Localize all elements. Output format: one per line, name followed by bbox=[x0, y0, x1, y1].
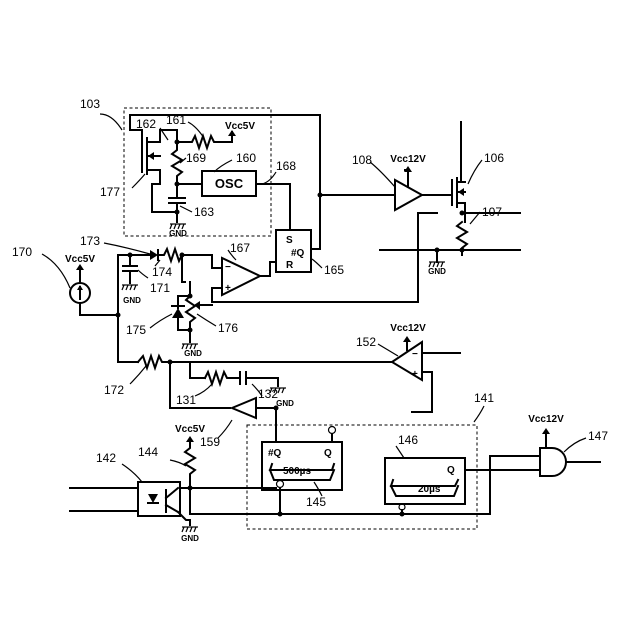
gnd-symbol-142: GND bbox=[181, 527, 199, 543]
gnd-label: GND bbox=[123, 296, 141, 305]
ref-161: 161 bbox=[166, 113, 186, 127]
ref-141: 141 bbox=[474, 391, 494, 405]
vcc5v-label: Vcc5V bbox=[175, 424, 205, 435]
vcc5v-label: Vcc5V bbox=[225, 121, 255, 132]
gnd-label: GND bbox=[184, 349, 202, 358]
ref-132: 132 bbox=[258, 387, 278, 401]
ref-174: 174 bbox=[152, 265, 172, 279]
sr-s-pin: S bbox=[286, 235, 293, 246]
vcc12v-label: Vcc12V bbox=[528, 414, 564, 425]
ref-147: 147 bbox=[588, 429, 608, 443]
mono500-time: 500µs bbox=[283, 466, 311, 477]
ref-171: 171 bbox=[150, 281, 170, 295]
gnd-symbol-163: GND bbox=[169, 224, 187, 238]
sr-r-pin: R bbox=[286, 260, 294, 271]
ref-167: 167 bbox=[230, 241, 250, 255]
ref-175: 175 bbox=[126, 323, 146, 337]
vcc12v-label: Vcc12V bbox=[390, 323, 426, 334]
gnd-label: GND bbox=[428, 267, 446, 276]
ref-131: 131 bbox=[176, 393, 196, 407]
ref-170: 170 bbox=[12, 245, 32, 259]
mono20-q-pin: Q bbox=[447, 465, 455, 476]
ref-172: 172 bbox=[104, 383, 124, 397]
ref-108: 108 bbox=[352, 153, 372, 167]
mono500-nq-pin: #Q bbox=[268, 448, 282, 459]
gnd-label: GND bbox=[169, 229, 187, 238]
gnd-label: GND bbox=[276, 399, 294, 408]
svg-text:−: − bbox=[412, 349, 418, 360]
ref-103: 103 bbox=[80, 97, 100, 111]
ref-177: 177 bbox=[100, 185, 120, 199]
ref-168: 168 bbox=[276, 159, 296, 173]
ref-107: 107 bbox=[482, 205, 502, 219]
nmos-106-symbol bbox=[452, 178, 465, 213]
ref-176: 176 bbox=[218, 321, 238, 335]
ref-146: 146 bbox=[398, 433, 418, 447]
sr-nq-pin: #Q bbox=[291, 248, 305, 259]
ref-152: 152 bbox=[356, 335, 376, 349]
buffer-159 bbox=[232, 398, 256, 418]
ref-163: 163 bbox=[194, 205, 214, 219]
vcc5v-label: Vcc5V bbox=[65, 254, 95, 265]
svg-text:+: + bbox=[225, 283, 231, 294]
ref-106: 106 bbox=[484, 151, 504, 165]
gnd-symbol-107: GND bbox=[428, 262, 446, 276]
ref-162: 162 bbox=[136, 117, 156, 131]
osc-label: OSC bbox=[215, 176, 244, 191]
pmos-177-symbol bbox=[142, 134, 160, 176]
ref-144: 144 bbox=[138, 445, 158, 459]
ref-145: 145 bbox=[306, 495, 326, 509]
ref-165: 165 bbox=[324, 263, 344, 277]
mono500-q-pin: Q bbox=[324, 448, 332, 459]
vcc12v-label: Vcc12V bbox=[390, 154, 426, 165]
optocoupler-142 bbox=[138, 482, 180, 516]
svg-text:+: + bbox=[412, 369, 418, 380]
gnd-symbol-171: GND bbox=[122, 285, 141, 305]
gnd-label: GND bbox=[181, 534, 199, 543]
and-gate-147 bbox=[540, 448, 566, 476]
ref-142: 142 bbox=[96, 451, 116, 465]
ref-160: 160 bbox=[236, 151, 256, 165]
ref-173: 173 bbox=[80, 234, 100, 248]
gnd-symbol-176: GND bbox=[182, 344, 202, 358]
ref-169: 169 bbox=[186, 151, 206, 165]
ref-159: 159 bbox=[200, 435, 220, 449]
vcc5v-161: Vcc5V bbox=[225, 121, 255, 136]
svg-text:−: − bbox=[225, 262, 231, 273]
